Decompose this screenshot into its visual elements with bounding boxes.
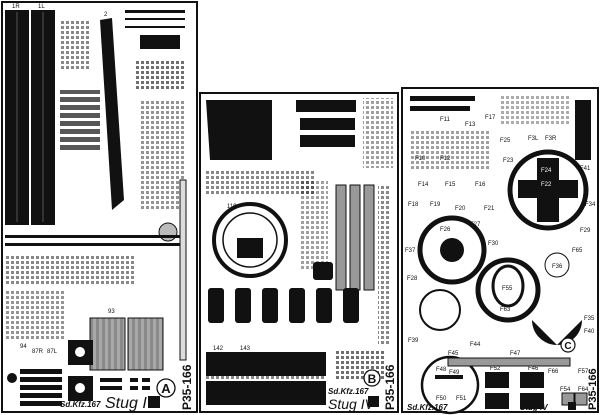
model-name: Stug IV <box>520 403 548 412</box>
part-label: 2 <box>104 12 108 18</box>
part-label: 87R <box>32 349 44 355</box>
fret-c: F50 F22 F63 C Sd.Kfz.167 Stug IV P35-166 <box>401 87 599 415</box>
part-label: 94 <box>20 344 27 350</box>
part-label: 143 <box>240 346 251 352</box>
part-logo <box>368 396 379 407</box>
part-label: F30 <box>488 241 499 247</box>
part-2 <box>100 18 124 210</box>
part-label: F54 <box>560 387 571 393</box>
track-parts <box>208 262 359 323</box>
part-label: F36 <box>552 264 563 270</box>
part-label: F11 <box>440 117 451 123</box>
part-label: F16 <box>475 182 486 188</box>
part-label: 119 <box>227 204 237 210</box>
part-label: F48 <box>436 367 447 373</box>
part-label: F24 <box>541 168 552 174</box>
part-127 <box>212 202 288 278</box>
part-label: F25 <box>500 138 511 144</box>
part-label: F26 <box>440 227 451 233</box>
part-label: F3L <box>528 136 539 142</box>
part-label: 1L <box>38 4 45 10</box>
part-label: F49 <box>449 370 460 376</box>
part-label: 87L <box>47 349 58 355</box>
vehicle-label: Sd.Kfz.167 <box>328 387 369 396</box>
fret-b: 142 143 119 B Sd.Kfz.167 Stug IV P35-166 <box>199 92 399 413</box>
part-label: F46 <box>528 366 539 372</box>
part-label: F44 <box>470 342 481 348</box>
fret-letter: A <box>161 381 171 396</box>
part-label: F65 <box>572 248 583 254</box>
part-label: 93 <box>108 309 115 315</box>
part-label: F35 <box>584 316 595 322</box>
fret-letter: C <box>564 341 571 352</box>
part-label: F66 <box>548 369 559 375</box>
part-label: F10 <box>415 156 426 162</box>
part-label: F13 <box>465 122 476 128</box>
part-label: F27 <box>470 222 481 228</box>
part-label: F21 <box>484 206 495 212</box>
part-f24 <box>507 149 589 231</box>
product-code: P35-166 <box>587 368 599 410</box>
part-label: F28 <box>407 276 418 282</box>
part-label: F39 <box>408 338 419 344</box>
part-label: F50 <box>436 396 447 402</box>
part-label: F40 <box>584 329 595 335</box>
part-90b <box>127 317 164 371</box>
part-90a <box>89 317 126 371</box>
vehicle-label: Sd.Kfz.167 <box>60 400 101 409</box>
part-label: F55 <box>502 286 513 292</box>
part-label: F37 <box>405 248 416 254</box>
vehicle-label: Sd.Kfz.167 <box>407 403 448 412</box>
part-label: F3R <box>545 136 557 142</box>
part-label: F17 <box>485 115 496 121</box>
part-label: F14 <box>418 182 429 188</box>
part-label: F22 <box>541 182 552 188</box>
part-140 <box>206 381 326 405</box>
product-code: P35-166 <box>383 364 397 410</box>
part-label: F12 <box>440 156 451 162</box>
part-label: 1R <box>12 4 20 10</box>
part-label: F19 <box>430 202 441 208</box>
part-label: F18 <box>408 202 419 208</box>
part-label: F63 <box>500 307 511 313</box>
part-labels-layer: 94 87R 87L F3L F3R F10 F11 F12 F13 F14 F… <box>20 115 596 402</box>
part-label: F20 <box>455 206 466 212</box>
part-139 <box>206 352 326 376</box>
fret-a: 1R 1L 2 93 A Sd.Kfz.167 Stug IV P35-166 <box>1 1 198 413</box>
part-label: F15 <box>445 182 456 188</box>
part-label: F23 <box>503 158 514 164</box>
part-label: F47 <box>510 351 521 357</box>
part-label: F64 <box>578 387 589 393</box>
part-label: F41 <box>580 166 591 172</box>
fret-letter: B <box>368 372 377 386</box>
part-label: F34 <box>585 202 596 208</box>
model-name: Stug IV <box>105 395 159 412</box>
part-label: F51 <box>456 396 467 402</box>
part-f45 <box>447 357 571 367</box>
part-label: F52 <box>490 366 501 372</box>
part-logo <box>148 396 160 408</box>
fret-letter-circle <box>363 369 381 387</box>
part-label: F57 <box>578 369 589 375</box>
part-label: F29 <box>580 228 591 234</box>
part-f26 <box>417 215 487 285</box>
part-f39 <box>420 355 480 415</box>
model-name: Stug IV <box>328 396 376 412</box>
fret-letter-circle <box>156 378 176 398</box>
part-logo <box>568 402 576 410</box>
fret-letter-circle <box>560 337 576 353</box>
product-code: P35-166 <box>180 364 194 410</box>
part-label: F45 <box>448 351 459 357</box>
part-f55 <box>475 257 541 323</box>
part-label: 142 <box>213 346 224 352</box>
